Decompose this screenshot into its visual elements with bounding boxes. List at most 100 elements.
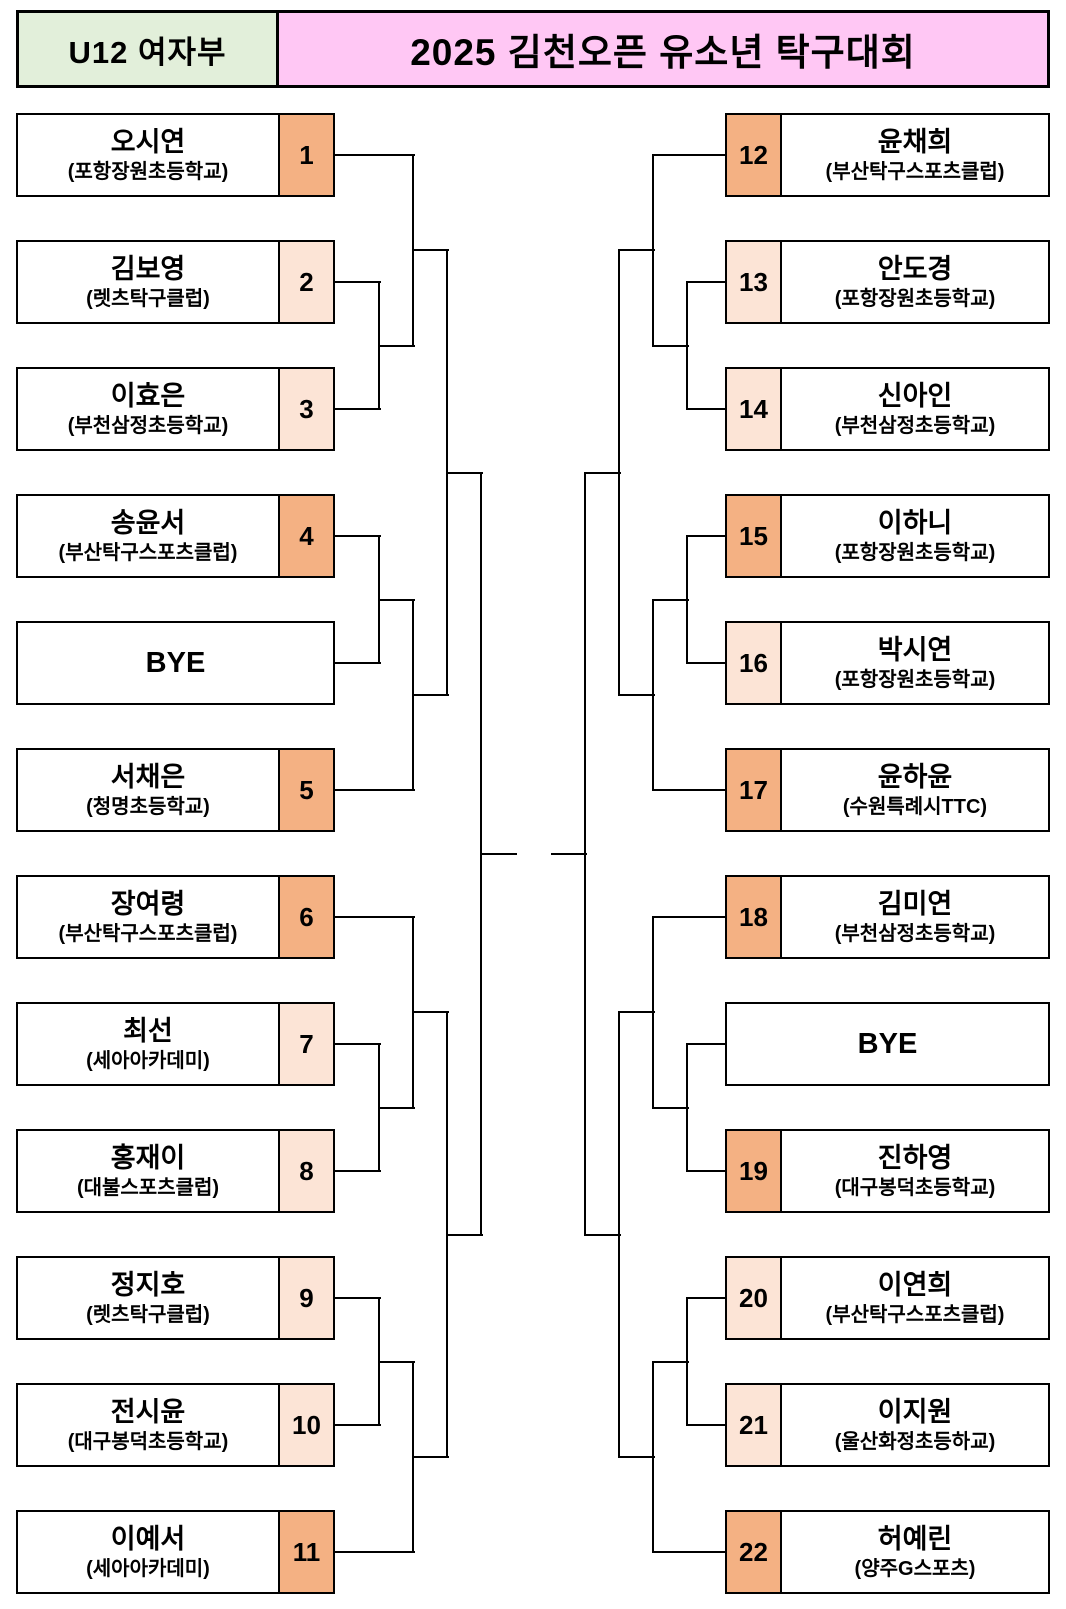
player-club: (세아아카데미) <box>86 1557 210 1580</box>
player-name: 이예서 <box>110 1523 186 1554</box>
bracket-line <box>335 1043 381 1045</box>
seed-number: 22 <box>727 1512 782 1592</box>
bracket-line <box>687 1170 727 1172</box>
seed-number: 13 <box>727 242 782 322</box>
player-name: 송윤서 <box>110 507 186 538</box>
player-club: (대구봉덕초등학교) <box>834 1176 996 1199</box>
player-info: 서채은 (청명초등학교) <box>18 750 278 830</box>
bracket-line <box>335 281 381 283</box>
seed-number: 17 <box>727 750 782 830</box>
player-name: 이연희 <box>877 1269 953 1300</box>
bracket-line <box>653 1360 689 1363</box>
bracket-line <box>335 789 415 791</box>
bye-box: BYE <box>16 621 335 705</box>
player-club: (부천삼정초등학교) <box>67 414 229 437</box>
player-name: 오시연 <box>110 126 186 157</box>
seed-number: 1 <box>278 115 333 195</box>
bracket-line <box>335 916 415 918</box>
player-info: 김보영(렛츠탁구클럽) <box>18 242 278 322</box>
seed-number: 21 <box>727 1385 782 1465</box>
bracket-line <box>379 1360 415 1363</box>
bracket-line <box>335 662 381 664</box>
player-club: (렛츠탁구클럽) <box>86 1303 210 1326</box>
bracket-line <box>653 154 727 156</box>
bracket-line <box>653 916 727 918</box>
bracket-line <box>653 789 727 791</box>
player-info: 정지호(렛츠탁구클럽) <box>18 1258 278 1338</box>
seed-number: 16 <box>727 623 782 703</box>
bracket-line <box>413 693 449 696</box>
player-club: (부천삼정초등학교) <box>834 922 996 945</box>
bracket-line <box>687 408 727 410</box>
bracket-line <box>687 281 727 283</box>
player-info: 이연희 (부산탁구스포츠클럽) <box>782 1258 1048 1338</box>
player-box: 4 송윤서 (부산탁구스포츠클럽) <box>16 494 335 578</box>
player-name: 허예린 <box>877 1523 953 1554</box>
player-name: 장여령 <box>110 888 186 919</box>
player-name: 이하니 <box>877 507 953 538</box>
player-club: (대불스포츠클럽) <box>76 1176 220 1199</box>
player-club: (포항장원초등학교) <box>67 160 229 183</box>
bracket-line <box>585 1233 621 1236</box>
bracket-line <box>335 1424 381 1426</box>
player-info: 윤채희(부산탁구스포츠클럽) <box>782 115 1048 195</box>
bracket-line <box>379 598 415 601</box>
player-name: 김미연 <box>877 888 953 919</box>
bracket-line <box>335 154 415 156</box>
bracket-line <box>335 535 381 537</box>
seed-number: 2 <box>278 242 333 322</box>
player-club: (부산탁구스포츠클럽) <box>58 541 238 564</box>
player-name: 김보영 <box>110 253 186 284</box>
bracket-line <box>687 1297 727 1299</box>
bracket-line <box>551 852 587 855</box>
player-info: 오시연 (포항장원초등학교) <box>18 115 278 195</box>
player-club: (포항장원초등학교) <box>834 287 996 310</box>
player-info: BYE <box>727 1004 1048 1084</box>
bracket-line <box>653 1106 689 1109</box>
bracket-line <box>687 1424 727 1426</box>
bye-box: BYE <box>725 1002 1050 1086</box>
player-box: 1 오시연 (포항장원초등학교) <box>16 113 335 197</box>
bracket-line <box>447 471 483 474</box>
seed-number: 19 <box>727 1131 782 1211</box>
player-info: 안도경(포항장원초등학교) <box>782 242 1048 322</box>
player-info: 박시연(포항장원초등학교) <box>782 623 1048 703</box>
bracket-line <box>481 852 517 855</box>
player-name: 서채은 <box>110 761 186 792</box>
bracket-line <box>653 344 689 347</box>
player-club: (부산탁구스포츠클럽) <box>825 1303 1005 1326</box>
seed-number: 20 <box>727 1258 782 1338</box>
player-club: (포항장원초등학교) <box>834 541 996 564</box>
player-info: 진하영(대구봉덕초등학교) <box>782 1131 1048 1211</box>
tournament-title-header: 2025 김천오픈 유소년 탁구대회 <box>276 10 1050 88</box>
bracket-line <box>335 408 381 410</box>
seed-number: 8 <box>278 1131 333 1211</box>
seed-number: 4 <box>278 496 333 576</box>
player-name: 윤채희 <box>877 126 953 157</box>
bracket-line <box>585 471 621 474</box>
player-name: 윤하윤 <box>877 761 953 792</box>
bracket-line <box>379 1106 415 1109</box>
bracket-line <box>413 249 449 252</box>
player-box: 8 홍재이 (대불스포츠클럽) <box>16 1129 335 1213</box>
bracket-line <box>413 1455 449 1458</box>
player-club: (세아아카데미) <box>86 1049 210 1072</box>
bracket-line <box>653 598 689 601</box>
seed-number: 3 <box>278 369 333 449</box>
bracket-line <box>413 1011 449 1014</box>
player-info: BYE <box>18 623 333 703</box>
player-club: (청명초등학교) <box>86 795 210 818</box>
bye-label: BYE <box>145 646 206 679</box>
bracket-line <box>335 1297 381 1299</box>
player-info: 윤하윤(수원특례시TTC) <box>782 750 1048 830</box>
player-name: 홍재이 <box>110 1142 186 1173</box>
player-info: 장여령(부산탁구스포츠클럽) <box>18 877 278 957</box>
